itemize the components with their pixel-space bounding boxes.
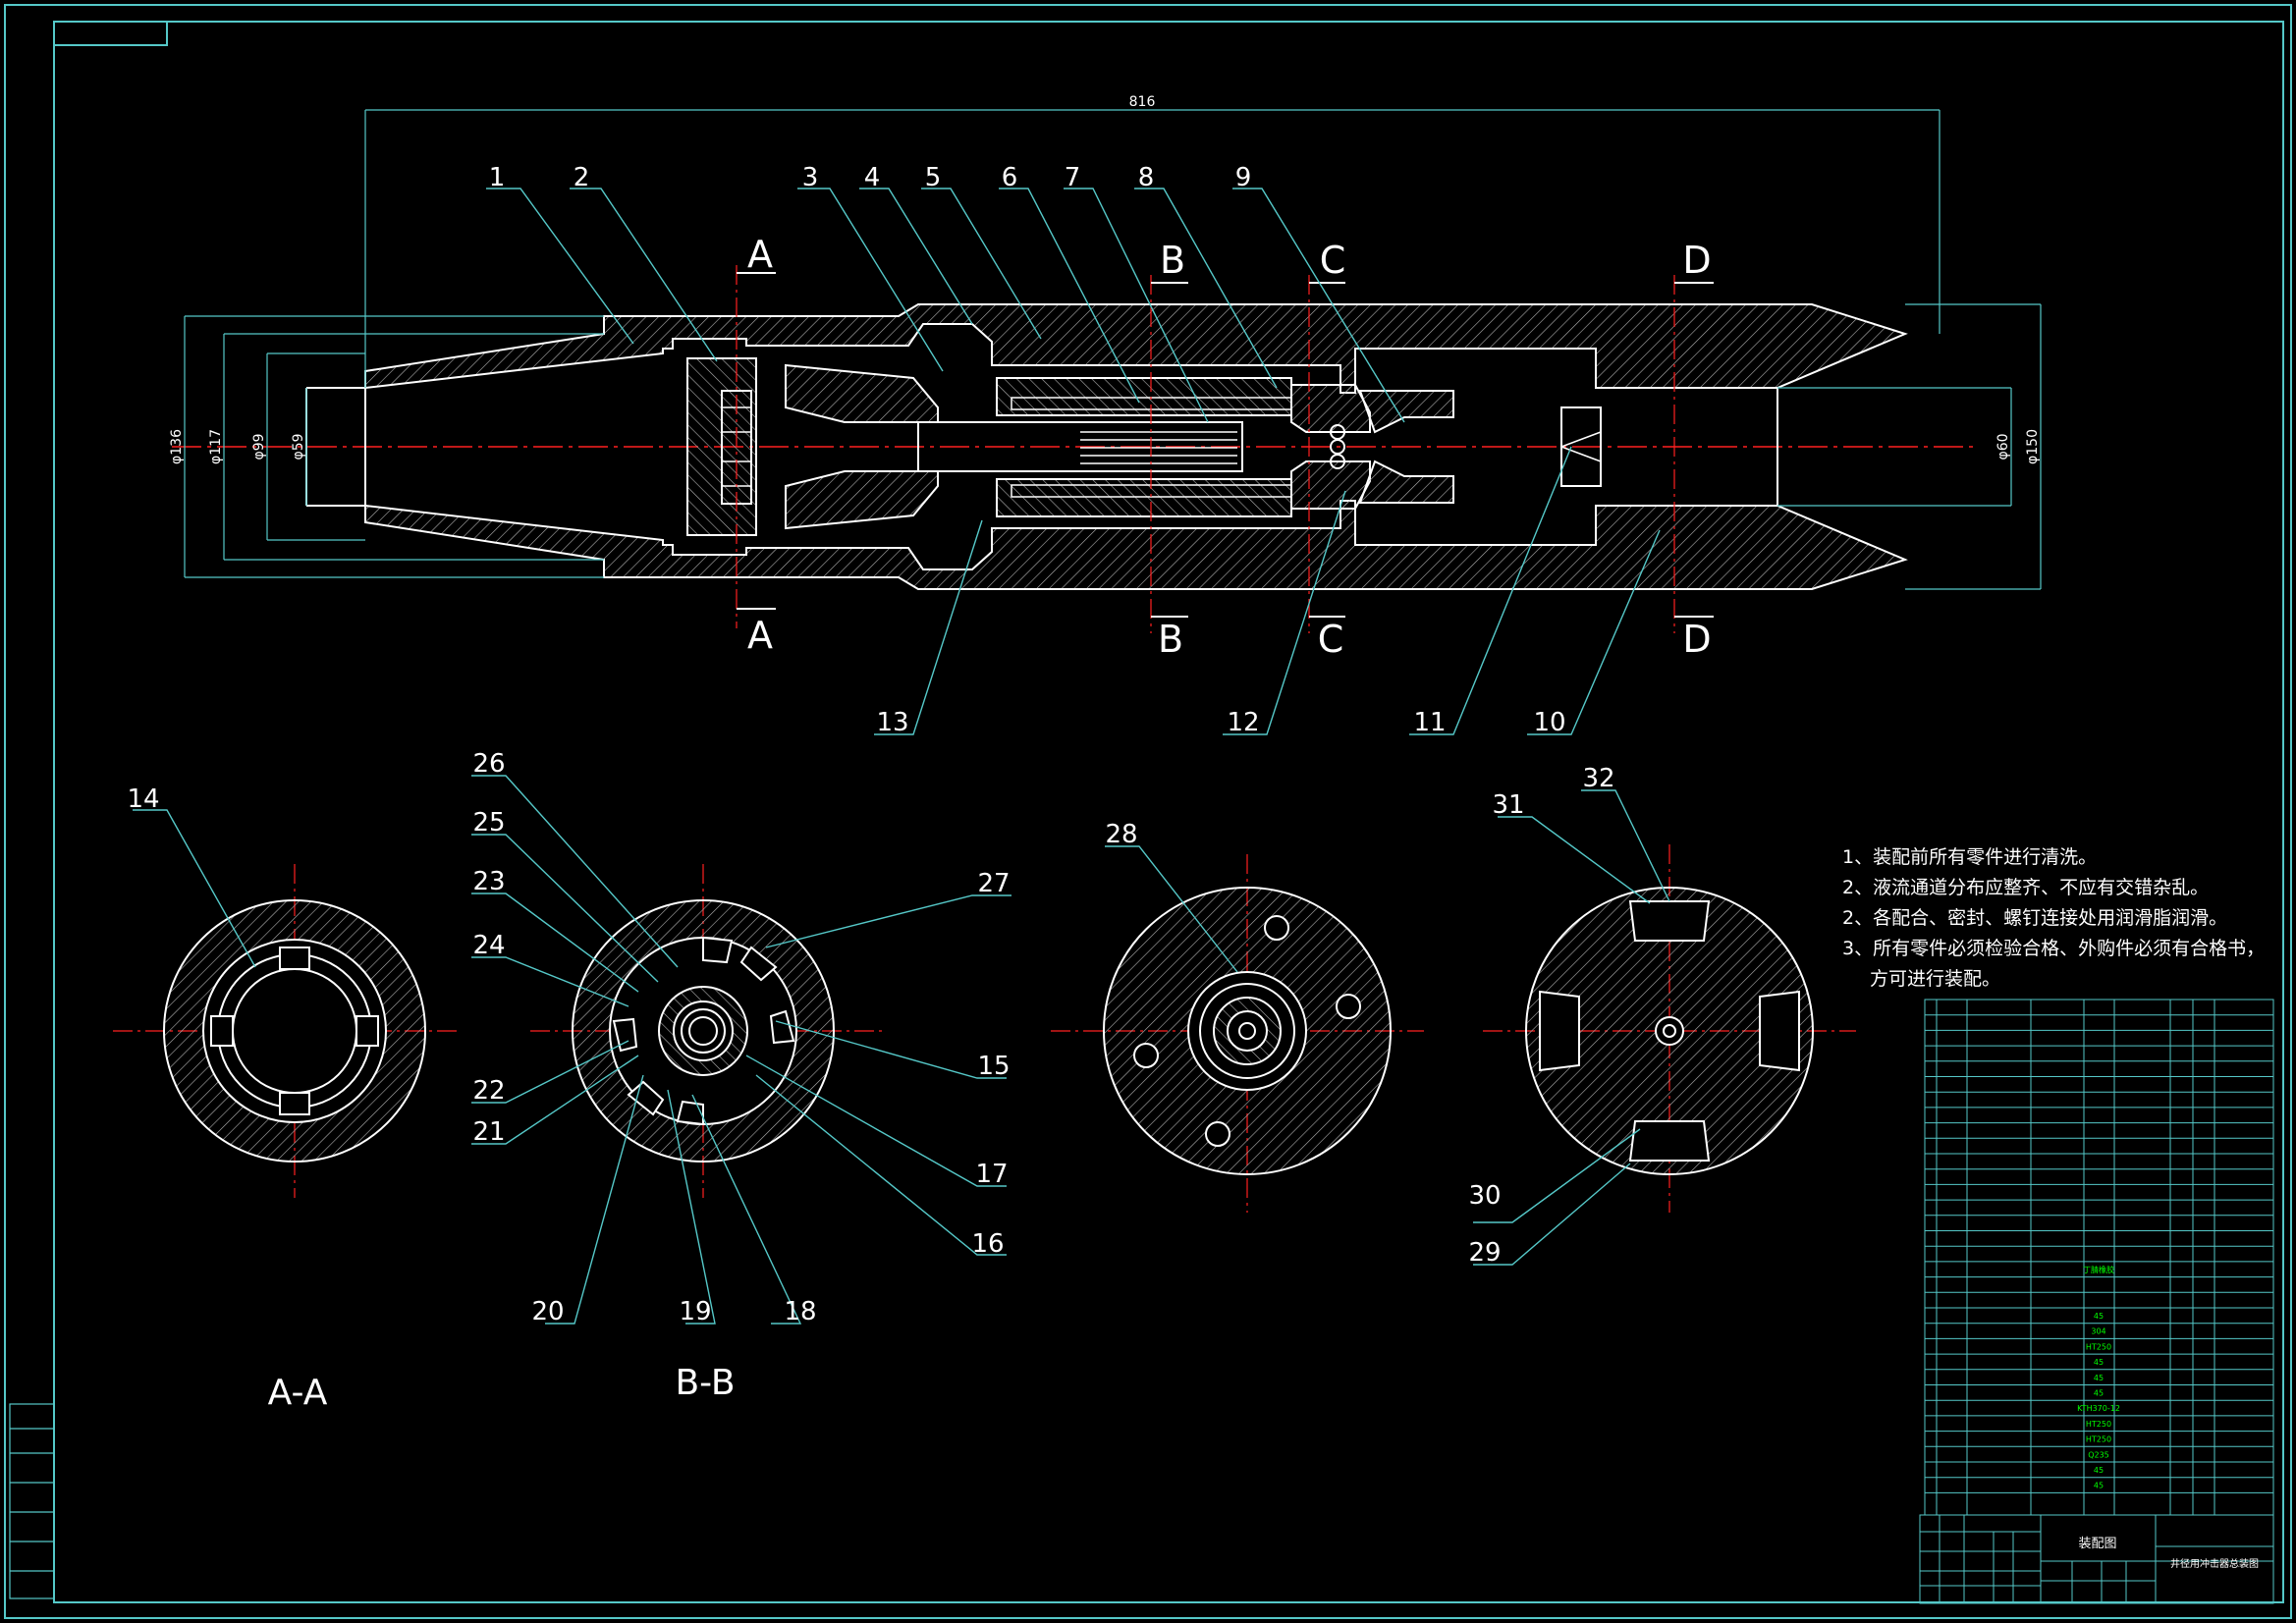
callout-15: 15 — [977, 1052, 1010, 1081]
title-block-label: 装配图 — [2078, 1537, 2116, 1551]
leader-lines — [133, 188, 1670, 1325]
callout-6: 6 — [1002, 163, 1018, 192]
bom-material-cell: 45 — [2094, 1312, 2104, 1321]
callout-30: 30 — [1468, 1181, 1501, 1211]
callout-32: 32 — [1582, 764, 1614, 793]
callout-27: 27 — [977, 869, 1010, 898]
title-block — [1919, 1514, 2274, 1604]
callout-18: 18 — [784, 1297, 816, 1326]
callout-13: 13 — [876, 708, 908, 737]
callout-14: 14 — [127, 784, 159, 814]
bom-material-cell: 45 — [2094, 1466, 2104, 1475]
note-line-2: 2、液流通道分布应整齐、不应有交错杂乱。 — [1842, 877, 2210, 898]
note-line-3: 2、各配合、密封、螺钉连接处用润滑脂润滑。 — [1842, 907, 2228, 929]
dia-label-150: φ150 — [2025, 429, 2041, 464]
dia-label-99: φ99 — [251, 433, 267, 460]
callout-28: 28 — [1105, 820, 1137, 849]
callout-12: 12 — [1227, 708, 1259, 737]
bom-material-cell: 45 — [2094, 1482, 2104, 1490]
diameter-dimension-lines — [184, 303, 2042, 590]
section-dd-view — [1483, 844, 1856, 1213]
technical-requirements: 1、装配前所有零件进行清洗。 2、液流通道分布应整齐、不应有交错杂乱。 2、各配… — [1842, 842, 2265, 995]
callout-11: 11 — [1413, 708, 1446, 737]
cut-label-d-top: D — [1682, 239, 1711, 282]
callout-19: 19 — [679, 1297, 711, 1326]
section-aa-title: A-A — [268, 1373, 328, 1413]
callout-7: 7 — [1065, 163, 1081, 192]
callout-16: 16 — [971, 1229, 1004, 1259]
callout-2: 2 — [574, 163, 590, 192]
callout-5: 5 — [925, 163, 942, 192]
cut-label-b-bottom: B — [1158, 618, 1183, 661]
outer-housing-bottom — [364, 500, 1908, 590]
bom-material-cell: 304 — [2091, 1327, 2105, 1336]
callout-1: 1 — [489, 163, 506, 192]
callout-9: 9 — [1235, 163, 1252, 192]
callout-10: 10 — [1533, 708, 1565, 737]
drawing-frame — [4, 4, 2292, 1619]
cut-label-d-bottom: D — [1682, 618, 1711, 661]
bom-material-cell: KTH370-12 — [2077, 1404, 2120, 1413]
dia-label-117: φ117 — [208, 429, 224, 464]
callout-20: 20 — [531, 1297, 564, 1326]
callout-31: 31 — [1492, 790, 1524, 820]
cut-label-c-bottom: C — [1318, 618, 1344, 661]
bom-rows: 4545Q235HT250HT250KTH370-12454545HT25030… — [1925, 999, 2273, 1493]
section-aa-view — [113, 864, 462, 1198]
cut-label-c-top: C — [1320, 239, 1346, 282]
bom-material-cell: HT250 — [2086, 1342, 2111, 1351]
bom-material-cell: 45 — [2094, 1358, 2104, 1367]
note-line-4: 3、所有零件必须检验合格、外购件必须有合格书， — [1842, 938, 2266, 959]
overall-dimension-text: 816 — [1129, 94, 1156, 110]
bom-material-cell: HT250 — [2086, 1420, 2111, 1429]
cut-label-b-top: B — [1160, 239, 1185, 282]
section-cut-markers — [736, 265, 1714, 633]
section-bb-view — [530, 864, 884, 1198]
callout-29: 29 — [1468, 1238, 1501, 1268]
dia-label-59: φ59 — [291, 433, 306, 460]
note-line-5: 方可进行装配。 — [1870, 968, 2001, 990]
dia-label-136: φ136 — [169, 429, 185, 464]
bom-material-cell: HT250 — [2086, 1435, 2111, 1444]
bom-material-cell: 45 — [2094, 1374, 2104, 1382]
callout-24: 24 — [472, 931, 505, 960]
callout-21: 21 — [472, 1117, 505, 1147]
callout-26: 26 — [472, 749, 505, 779]
callout-22: 22 — [472, 1076, 505, 1106]
overall-dimension — [364, 109, 1941, 388]
title-block-name: 井径用冲击器总装图 — [2170, 1557, 2259, 1570]
outer-housing-top — [364, 303, 1908, 394]
cut-label-a-bottom: A — [747, 614, 773, 657]
section-bb-title: B-B — [675, 1363, 735, 1403]
callout-3: 3 — [802, 163, 819, 192]
margin-table — [9, 1403, 55, 1599]
callout-23: 23 — [472, 867, 505, 896]
cut-label-a-top: A — [747, 233, 773, 276]
callout-25: 25 — [472, 808, 505, 838]
dia-label-60: φ60 — [1995, 433, 2011, 460]
callout-8: 8 — [1138, 163, 1155, 192]
bom-material-cell: 45 — [2094, 1389, 2104, 1398]
callout-4: 4 — [864, 163, 881, 192]
bom-material-cell: Q235 — [2088, 1450, 2109, 1459]
bom-material-cell: 丁腈橡胶 — [2083, 1265, 2114, 1274]
main-section-view — [172, 303, 1974, 590]
section-cc-view — [1051, 854, 1424, 1213]
callout-17: 17 — [975, 1160, 1008, 1189]
note-line-1: 1、装配前所有零件进行清洗。 — [1842, 846, 2098, 868]
